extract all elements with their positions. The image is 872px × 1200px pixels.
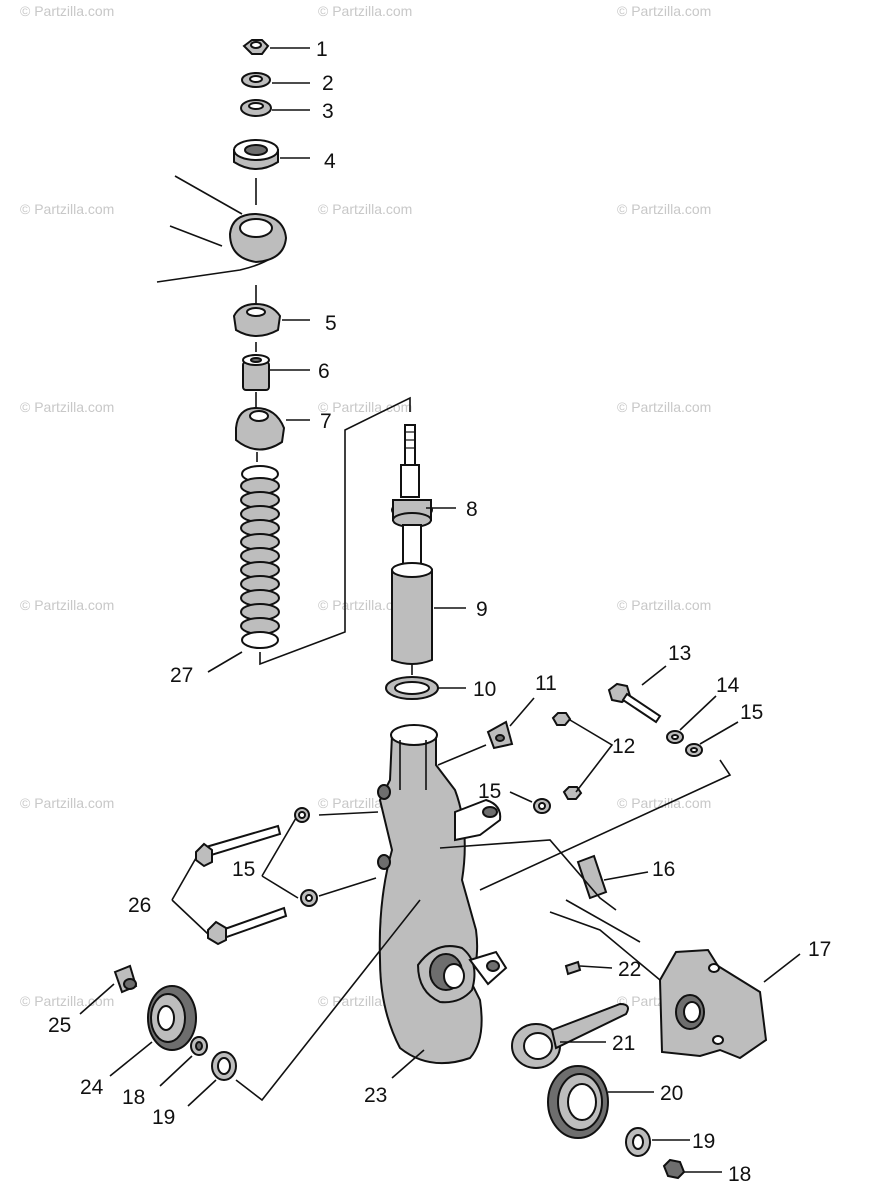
callout-5: 5 <box>325 312 337 335</box>
part-20-ring <box>547 1065 609 1139</box>
watermark-text: © Partzilla.com <box>318 201 412 217</box>
part-2-washer <box>241 72 271 88</box>
callout-1: 1 <box>316 38 328 61</box>
callout-13: 13 <box>668 642 691 665</box>
part-3-washer <box>240 99 272 117</box>
watermark-text: © Partzilla.com <box>617 795 711 811</box>
part-23-strut-housing <box>377 724 508 1065</box>
callout-22: 22 <box>618 958 641 981</box>
callout-15-right: 15 <box>740 701 763 724</box>
part-5-cup <box>232 302 282 337</box>
callout-23: 23 <box>364 1084 387 1107</box>
part-13-bolt <box>607 682 662 724</box>
part-6-bushing <box>242 354 270 391</box>
part-15-washer-upper-left <box>294 807 310 823</box>
part-4-bushing <box>233 139 279 170</box>
callout-7: 7 <box>320 410 332 433</box>
callout-3: 3 <box>322 100 334 123</box>
callout-12: 12 <box>612 735 635 758</box>
watermark-text: © Partzilla.com <box>20 3 114 19</box>
part-10-seal <box>385 676 439 700</box>
callout-27: 27 <box>170 664 193 687</box>
part-17-caliper <box>658 948 768 1060</box>
watermark-text: © Partzilla.com <box>318 3 412 19</box>
callout-15-middle: 15 <box>478 780 501 803</box>
watermark-text: © Partzilla.com <box>617 597 711 613</box>
callout-25: 25 <box>48 1014 71 1037</box>
part-1-nut <box>242 39 270 55</box>
callout-labels: 1 2 3 4 5 6 7 8 9 10 11 12 13 14 15 15 1… <box>48 38 831 1186</box>
callout-2: 2 <box>322 72 334 95</box>
watermarks: © Partzilla.com © Partzilla.com © Partzi… <box>20 3 711 1009</box>
part-18-nut-left <box>190 1036 208 1056</box>
callout-11: 11 <box>535 672 557 695</box>
part-15-washer-lower-left <box>300 889 318 907</box>
watermark-text: © Partzilla.com <box>20 201 114 217</box>
callout-14: 14 <box>716 674 740 697</box>
watermark-text: © Partzilla.com <box>20 597 114 613</box>
callout-26: 26 <box>128 894 151 917</box>
callout-19-left: 19 <box>152 1106 175 1129</box>
callout-19-right: 19 <box>692 1130 715 1153</box>
part-21-seal <box>511 1002 629 1069</box>
watermark-text: © Partzilla.com <box>20 795 114 811</box>
callout-10: 10 <box>473 678 496 701</box>
part-26-bolt-lower <box>207 906 288 946</box>
part-15-washer-right <box>685 743 703 757</box>
callout-20: 20 <box>660 1082 683 1105</box>
part-19-washer-right <box>625 1127 651 1157</box>
part-19-washer-left <box>211 1051 237 1081</box>
part-18-nut-right <box>662 1158 686 1180</box>
part-26-bolt-upper <box>195 824 282 868</box>
leader-lines <box>79 47 801 1173</box>
callout-8: 8 <box>466 498 478 521</box>
part-7-cup <box>235 406 286 451</box>
part-14-washer <box>666 730 684 744</box>
callout-9: 9 <box>476 598 488 621</box>
callout-6: 6 <box>318 360 330 383</box>
callout-17: 17 <box>808 938 831 961</box>
watermark-text: © Partzilla.com <box>318 399 412 415</box>
part-27-coil-spring <box>240 465 280 649</box>
part-8-9-shock-absorber <box>391 424 433 665</box>
part-15-washer-middle <box>533 798 551 814</box>
part-11-bracket <box>486 720 514 750</box>
watermark-text: © Partzilla.com <box>617 399 711 415</box>
part-12-nuts <box>551 712 583 800</box>
watermark-text: © Partzilla.com <box>617 3 711 19</box>
part-25-stud <box>113 964 138 994</box>
upper-mount-bracket <box>156 175 288 283</box>
callout-4: 4 <box>324 150 336 173</box>
callout-24: 24 <box>80 1076 104 1099</box>
callout-15-left: 15 <box>232 858 255 881</box>
part-22-pin <box>564 960 582 976</box>
watermark-text: © Partzilla.com <box>617 201 711 217</box>
part-16-pad <box>576 854 608 900</box>
part-24-bearing <box>147 985 197 1051</box>
callout-16: 16 <box>652 858 675 881</box>
callout-21: 21 <box>612 1032 635 1055</box>
callout-18-left: 18 <box>122 1086 145 1109</box>
callout-18-right: 18 <box>728 1163 751 1186</box>
watermark-text: © Partzilla.com <box>318 597 412 613</box>
watermark-text: © Partzilla.com <box>20 399 114 415</box>
